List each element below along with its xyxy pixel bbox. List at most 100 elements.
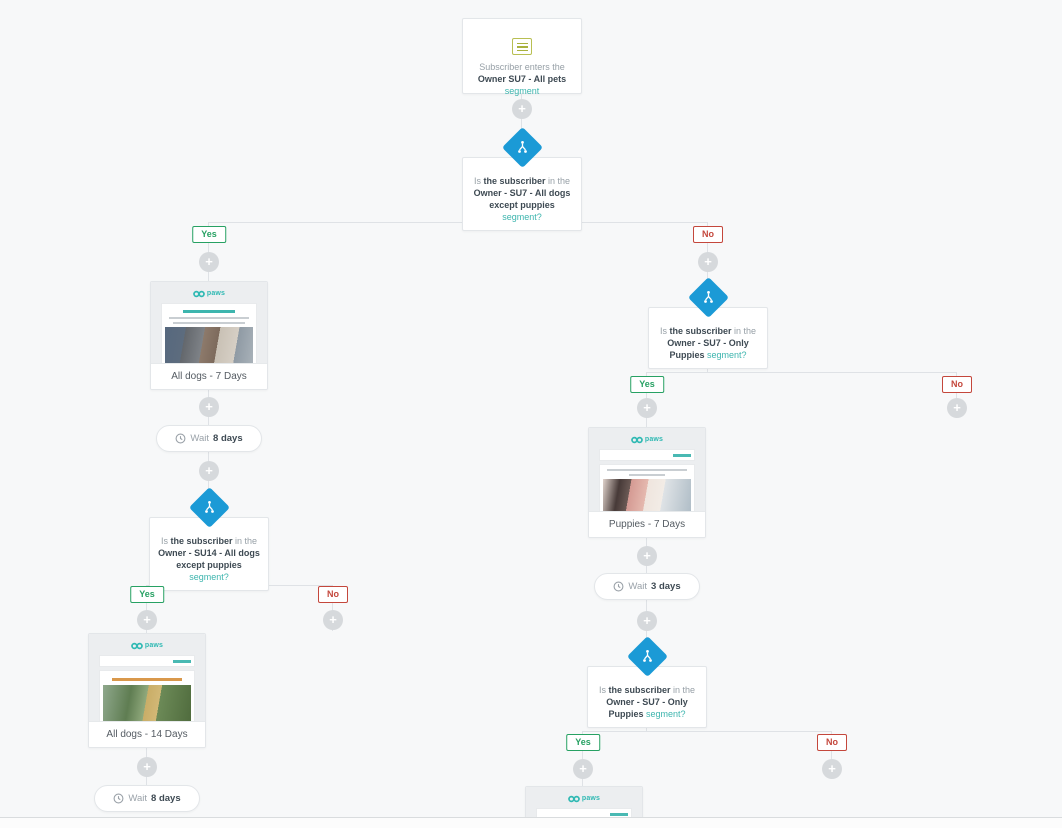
email-node-label: Puppies - 7 Days: [589, 511, 705, 537]
add-step-button[interactable]: +: [947, 398, 967, 418]
add-step-button[interactable]: +: [637, 546, 657, 566]
plus-icon: +: [329, 612, 337, 627]
branch-line: [208, 222, 708, 223]
email-node-label: All dogs - 7 Days: [151, 363, 267, 389]
wait-node-1[interactable]: Wait 8 days: [156, 425, 262, 452]
decision-text: Is the subscriber in the Owner - SU14 - …: [158, 536, 260, 582]
email-preview: paws: [89, 634, 205, 721]
split-icon: [204, 500, 214, 513]
branch-label-yes-1: Yes: [192, 226, 226, 243]
clock-icon: [175, 433, 186, 444]
email-node-all-dogs-14-days[interactable]: paws All dogs - 14 Days: [88, 633, 206, 748]
plus-icon: +: [143, 759, 151, 774]
brand-logo: paws: [99, 640, 195, 651]
email-headline-placeholder: [182, 310, 236, 313]
split-icon: [642, 649, 652, 662]
decision-node-1[interactable]: Is the subscriber in the Owner - SU7 - A…: [462, 126, 582, 231]
split-icon: [517, 140, 527, 153]
trigger-node[interactable]: Subscriber enters the Owner SU7 - All pe…: [462, 18, 582, 97]
email-body: [161, 303, 257, 363]
brand-logo: paws: [536, 793, 632, 804]
email-node-label: All dogs - 14 Days: [89, 721, 205, 747]
plus-icon: +: [579, 761, 587, 776]
branch-line: [646, 372, 957, 373]
branch-label-no-4: No: [817, 734, 847, 751]
decision-node-2[interactable]: Is the subscriber in the Owner - SU14 - …: [149, 486, 269, 591]
add-step-button[interactable]: +: [137, 610, 157, 630]
clock-icon: [613, 581, 624, 592]
connector-line: [332, 585, 333, 631]
plus-icon: +: [205, 254, 213, 269]
add-step-button[interactable]: +: [637, 611, 657, 631]
text-line-placeholder: [169, 317, 249, 319]
plus-icon: +: [143, 612, 151, 627]
add-step-button[interactable]: +: [512, 99, 532, 119]
branch-label-no-1: No: [693, 226, 723, 243]
segment-list-icon: [512, 38, 532, 56]
plus-icon: +: [704, 254, 712, 269]
paws-logo-icon: [630, 436, 643, 443]
plus-icon: +: [643, 613, 651, 628]
split-icon: [703, 290, 713, 303]
add-step-button[interactable]: +: [822, 759, 842, 779]
paws-logo-icon: [130, 642, 143, 649]
decision-text: Is the subscriber in the Owner - SU7 - A…: [473, 176, 571, 222]
text-line-placeholder: [629, 474, 665, 476]
branch-label-no-3: No: [942, 376, 972, 393]
decision-diamond: [687, 276, 729, 318]
branch-label-yes-3: Yes: [630, 376, 664, 393]
email-headline-placeholder: [111, 678, 183, 681]
decision-text: Is the subscriber in the Owner - SU7 - O…: [598, 685, 696, 719]
email-link-placeholder: [173, 660, 191, 663]
email-preview: paws: [151, 282, 267, 363]
add-step-button[interactable]: +: [573, 759, 593, 779]
wait-node-2[interactable]: Wait 8 days: [94, 785, 200, 812]
decision-node-4[interactable]: Is the subscriber in the Owner - SU7 - O…: [587, 635, 707, 728]
branch-label-yes-4: Yes: [566, 734, 600, 751]
email-photo: [165, 327, 253, 363]
email-body: [599, 464, 695, 511]
add-step-button[interactable]: +: [323, 610, 343, 630]
connector-line: [956, 372, 957, 418]
text-line-placeholder: [172, 322, 246, 324]
email-photo: [103, 685, 191, 721]
add-step-button[interactable]: +: [199, 397, 219, 417]
email-node-puppies-7-days[interactable]: paws Puppies - 7 Days: [588, 427, 706, 538]
brand-logo: paws: [161, 288, 257, 299]
paws-logo-icon: [567, 795, 580, 802]
email-node-all-dogs-7-days[interactable]: paws All dogs - 7 Days: [150, 281, 268, 390]
add-step-button[interactable]: +: [698, 252, 718, 272]
add-step-button[interactable]: +: [137, 757, 157, 777]
plus-icon: +: [828, 761, 836, 776]
trigger-text: Subscriber enters the Owner SU7 - All pe…: [477, 62, 567, 97]
plus-icon: +: [205, 463, 213, 478]
email-preview: paws: [589, 428, 705, 511]
brand-logo: paws: [599, 434, 695, 445]
email-navbar: [599, 449, 695, 461]
decision-node-3[interactable]: Is the subscriber in the Owner - SU7 - O…: [648, 276, 768, 369]
plus-icon: +: [205, 399, 213, 414]
paws-logo-icon: [192, 290, 205, 297]
decision-text: Is the subscriber in the Owner - SU7 - O…: [659, 326, 757, 360]
email-link-placeholder: [610, 813, 628, 816]
email-navbar: [99, 655, 195, 667]
branch-label-yes-2: Yes: [130, 586, 164, 603]
email-body: [99, 670, 195, 721]
clock-icon: [113, 793, 124, 804]
branch-line: [582, 731, 832, 732]
plus-icon: +: [643, 548, 651, 563]
plus-icon: +: [518, 101, 526, 116]
decision-diamond: [501, 126, 543, 168]
branch-label-no-2: No: [318, 586, 348, 603]
wait-node-3[interactable]: Wait 3 days: [594, 573, 700, 600]
text-line-placeholder: [606, 469, 688, 471]
plus-icon: +: [643, 400, 651, 415]
add-step-button[interactable]: +: [199, 461, 219, 481]
plus-icon: +: [953, 400, 961, 415]
connector-line: [831, 731, 832, 779]
add-step-button[interactable]: +: [199, 252, 219, 272]
canvas-bottom-edge: [0, 817, 1062, 828]
email-photo: [603, 479, 691, 511]
add-step-button[interactable]: +: [637, 398, 657, 418]
